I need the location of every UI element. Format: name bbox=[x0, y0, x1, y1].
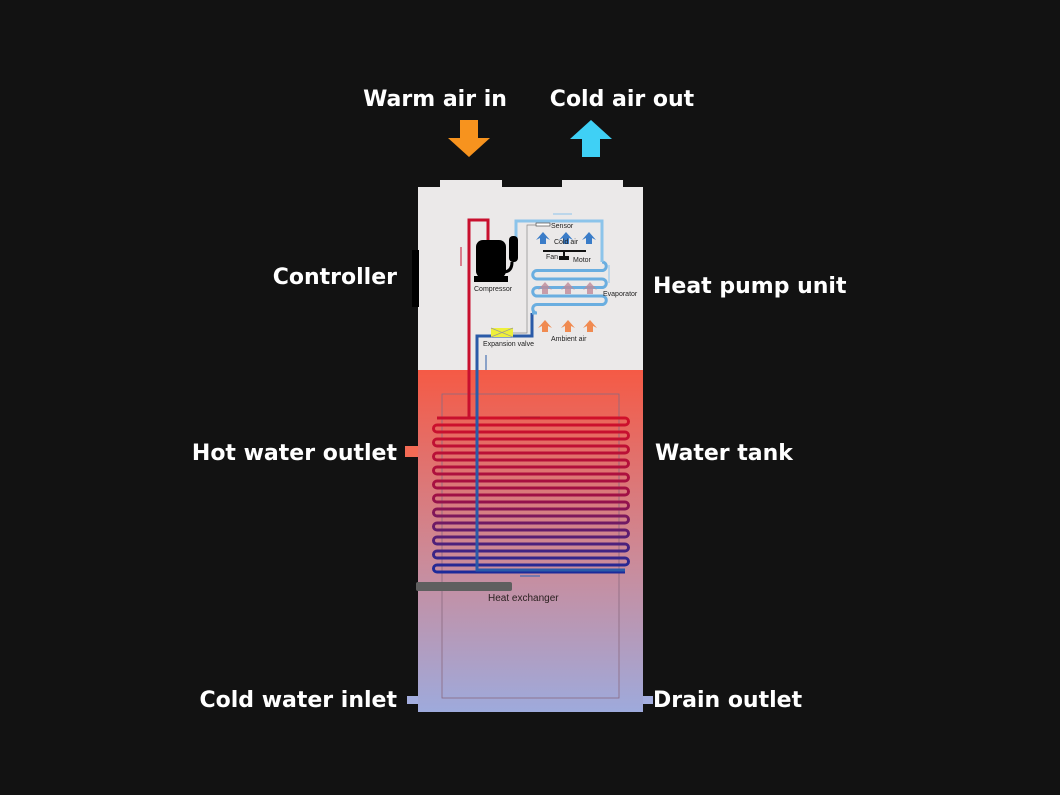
cold-water-inlet-pipe bbox=[407, 696, 418, 704]
air-arrow-icon bbox=[561, 282, 575, 294]
air-outlet-cap bbox=[562, 180, 623, 188]
drain-outlet-label: Drain outlet bbox=[653, 688, 803, 713]
hot-water-outlet-label: Hot water outlet bbox=[192, 441, 398, 466]
controller-panel[interactable] bbox=[412, 250, 419, 307]
water-tank-label: Water tank bbox=[655, 441, 794, 466]
air-inlet-cap bbox=[440, 180, 502, 188]
sensor-icon bbox=[535, 222, 551, 227]
compressor-label: Compressor bbox=[474, 286, 513, 293]
sensor-label: Sensor bbox=[551, 223, 574, 230]
air-arrow-icon bbox=[561, 320, 575, 332]
heating-element bbox=[416, 582, 512, 591]
cold-refrigerant-pipe bbox=[475, 313, 625, 572]
fan-label: Fan bbox=[546, 254, 558, 261]
fan-motor-icon bbox=[543, 250, 586, 260]
evaporator-supply-pipe bbox=[514, 219, 604, 262]
controller-label: Controller bbox=[273, 265, 397, 290]
air-arrow-icon bbox=[583, 320, 597, 332]
cold-air-out-arrow-icon bbox=[570, 120, 612, 157]
warm-air-in-arrow-icon bbox=[448, 120, 490, 157]
air-arrow-icon bbox=[582, 232, 596, 244]
expansion-valve-icon bbox=[490, 327, 514, 338]
warm-air-in-label: Warm air in bbox=[363, 87, 507, 112]
ambient-air-arrows-icon bbox=[538, 320, 597, 332]
ambient-air-label: Ambient air bbox=[551, 336, 587, 343]
evaporator-air-arrows-icon bbox=[538, 282, 597, 294]
drain-outlet-pipe bbox=[643, 696, 653, 704]
condenser-coil bbox=[432, 416, 630, 574]
air-arrow-icon bbox=[538, 320, 552, 332]
cold-air-label: Cold air bbox=[554, 239, 579, 246]
air-arrow-icon bbox=[559, 232, 573, 244]
cold-air-arrows-icon bbox=[536, 232, 596, 244]
tank-inner-wall bbox=[441, 393, 620, 699]
heat-exchanger-label: Heat exchanger bbox=[488, 593, 559, 604]
water-tank-body bbox=[418, 370, 643, 712]
expansion-valve-label: Expansion valve bbox=[483, 341, 534, 348]
motor-label: Motor bbox=[573, 257, 592, 264]
air-arrow-icon bbox=[536, 232, 550, 244]
cold-air-out-label: Cold air out bbox=[550, 87, 695, 112]
hot-water-outlet-pipe bbox=[405, 446, 418, 457]
cold-water-inlet-label: Cold water inlet bbox=[199, 688, 397, 713]
evaporator-coil bbox=[531, 260, 608, 315]
air-arrow-icon bbox=[538, 282, 552, 294]
compressor-icon bbox=[474, 236, 518, 282]
hot-refrigerant-pipe bbox=[437, 218, 490, 420]
heat-pump-unit-label: Heat pump unit bbox=[653, 274, 847, 299]
evaporator-label: Evaporator bbox=[603, 291, 638, 298]
air-arrow-icon bbox=[583, 282, 597, 294]
